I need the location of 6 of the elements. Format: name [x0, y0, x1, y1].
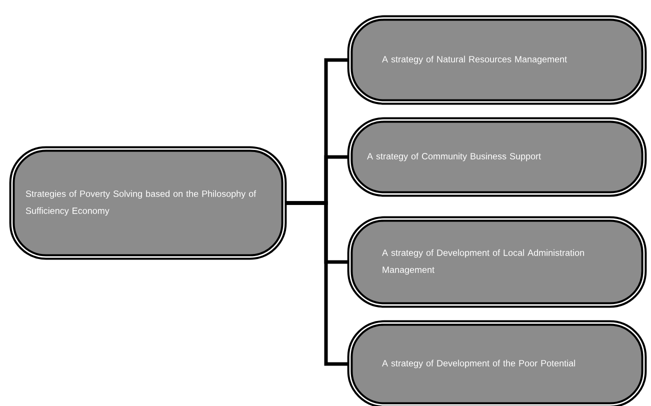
rounded-box: A strategy of Development of the Poor Potential	[347, 320, 647, 406]
rounded-box: A strategy of Natural Resources Management	[347, 15, 647, 105]
rounded-box: A strategy of Community Business Support	[347, 117, 647, 197]
rounded-box: Strategies of Poverty Solving based on the Philosophy of Sufficiency Economy	[9, 146, 287, 260]
rounded-box: A strategy of Development of Local Administration Management	[347, 216, 647, 308]
connector	[285, 201, 349, 366]
